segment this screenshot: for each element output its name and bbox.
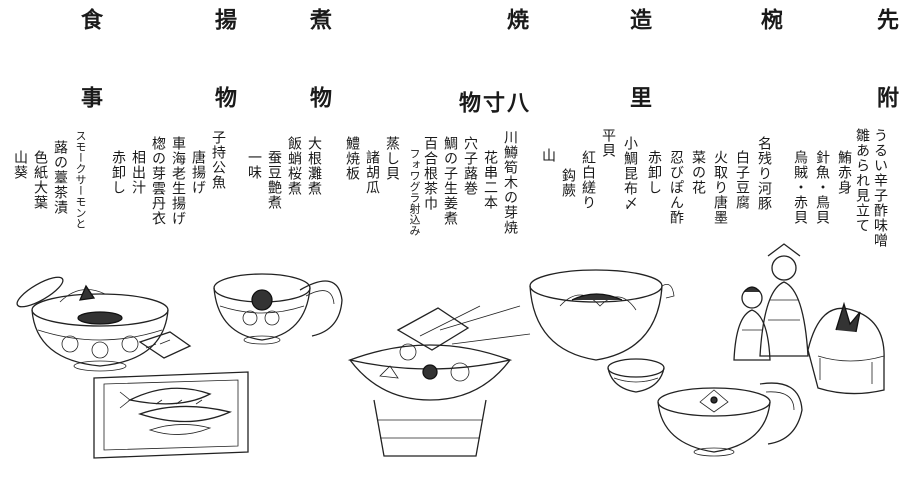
course-title-top: 造 <box>626 8 652 30</box>
dish-line: 百合根茶巾 <box>422 136 438 211</box>
dish-line: 一味 <box>246 150 262 180</box>
tsukuri-bowl-icon <box>529 269 675 393</box>
dish-line: 鮪赤身 <box>836 150 852 195</box>
dish-line: うるい辛子酢味噌 <box>872 128 888 248</box>
dish-line: 車海老生揚げ <box>170 136 186 226</box>
course-nimono: 煮 物 <box>291 8 332 118</box>
dish-line: 赤卸し <box>110 150 126 195</box>
dish-line: 忍びぽん酢 <box>668 150 684 225</box>
dish-line: 針魚・鳥貝 <box>814 150 830 225</box>
dish-line: 色紙大葉 <box>32 150 48 210</box>
course-title-top: 揚 <box>211 8 237 30</box>
dish-line: 山 <box>540 148 556 163</box>
dish-line: 名残り河豚 <box>756 136 772 211</box>
dish-line: スモークサーモンと <box>74 130 87 229</box>
dish-line: 鈎蕨 <box>560 168 576 198</box>
course-title-bottom: 事 <box>77 86 103 108</box>
course-agemono: 揚 物 <box>196 8 237 118</box>
dish-line: 烏賊・赤貝 <box>792 150 808 225</box>
dish-line: 火取り唐墨 <box>712 150 728 225</box>
dish-line: 鱧焼板 <box>344 136 360 181</box>
course-wan: 椀 <box>742 8 783 118</box>
dish-line: 蒸し貝 <box>384 136 400 181</box>
shokuji-bowl-icon <box>16 276 169 372</box>
course-title-top: 煮 <box>306 8 332 30</box>
course-title-top: 先 <box>873 8 899 30</box>
dish-line: 唐揚げ <box>190 150 206 195</box>
dish-line: 雛あられ見立て <box>854 128 870 233</box>
hina-dolls-icon <box>733 243 885 395</box>
course-yakimono: 焼 八寸物 <box>455 8 529 118</box>
dish-line: 穴子蕗巻 <box>462 136 478 196</box>
dish-line: 赤卸し <box>646 150 662 195</box>
dish-line: 子持公魚 <box>210 130 226 190</box>
dish-line: 山葵 <box>12 150 28 180</box>
dish-line: 小鯛昆布〆 <box>622 136 638 211</box>
dish-line: 蚕豆艶煮 <box>266 150 282 210</box>
wan-bowl-icon <box>657 382 803 457</box>
dish-line: 蕗の薹茶漬 <box>52 140 68 215</box>
dish-line: 紅白縒り <box>580 150 596 210</box>
course-title-top: 焼 <box>503 8 529 30</box>
dish-line: 飯蛸桜煮 <box>286 136 302 196</box>
course-title-top: 食 <box>77 8 103 30</box>
dish-line: 諸胡瓜 <box>364 150 380 195</box>
agemono-plate-icon <box>93 331 249 459</box>
course-sakizuke: 先 附 <box>858 8 899 118</box>
dish-line: 大根灘煮 <box>306 136 322 196</box>
dish-line: 鯛の子生姜煮 <box>442 136 458 226</box>
dish-line: 菜の花 <box>690 150 706 195</box>
course-title-bottom: 附 <box>873 86 899 108</box>
nimono-bowl-icon <box>213 273 343 345</box>
course-tsukuri: 造 里 <box>611 8 652 118</box>
dish-line: 花串二本 <box>482 150 498 210</box>
dish-line: 平貝 <box>600 128 616 158</box>
hassun-stand-icon <box>347 305 531 457</box>
course-title-bottom: 八寸物 <box>455 91 529 113</box>
course-shokuji: 食 事 <box>62 8 103 118</box>
dish-line: 相出汁 <box>130 150 146 195</box>
dish-line: フォワグラ射込み <box>408 148 421 236</box>
course-title-bottom: 物 <box>211 86 237 108</box>
course-title-bottom: 里 <box>626 86 652 108</box>
course-title-top: 椀 <box>757 8 783 30</box>
dish-line: 川鱒筍木の芽焼 <box>502 130 518 235</box>
dish-line: 楤の芽雲丹衣 <box>150 136 166 226</box>
dish-line: 白子豆腐 <box>734 150 750 210</box>
course-title-bottom: 物 <box>306 86 332 108</box>
